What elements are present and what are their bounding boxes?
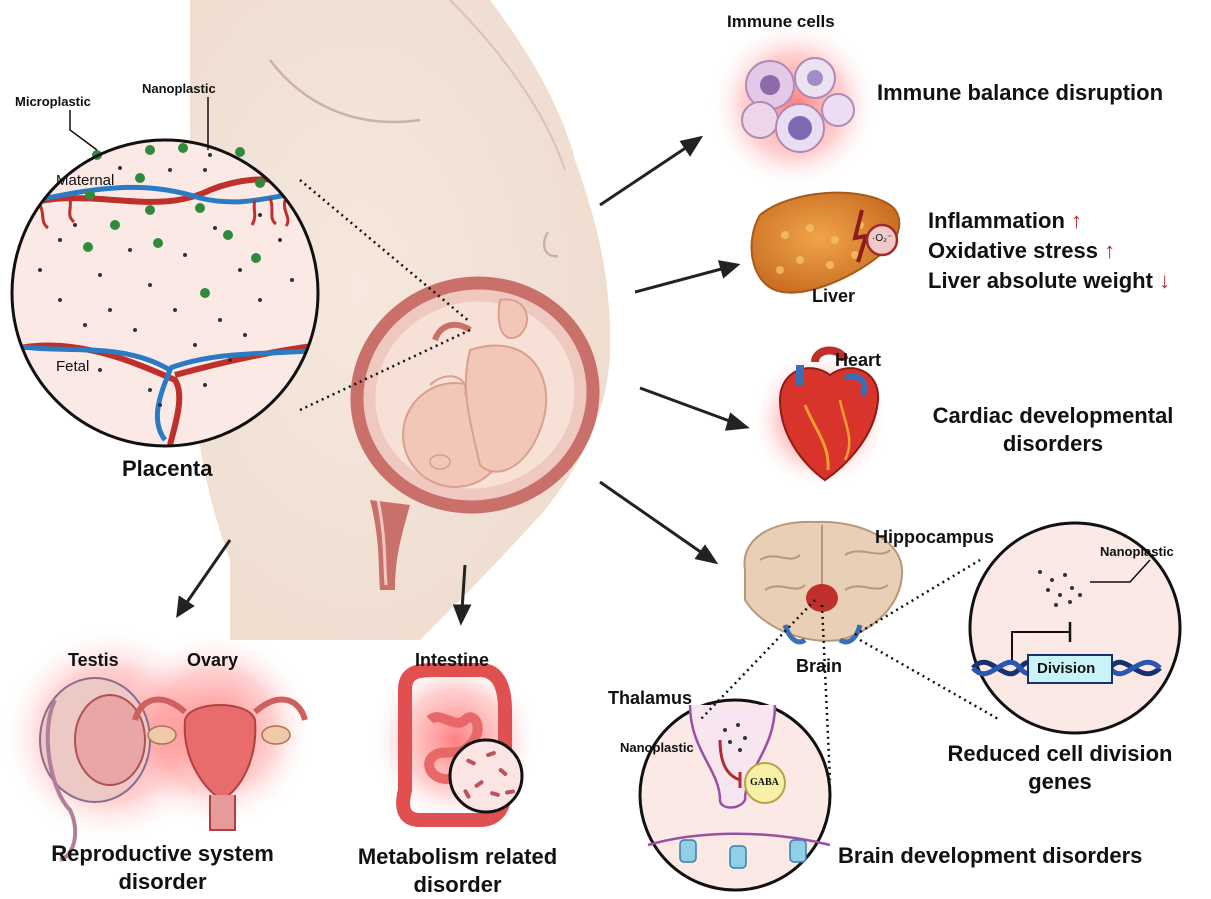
testis-label: Testis: [68, 650, 119, 671]
immune-cells-label: Immune cells: [727, 12, 835, 32]
synapse-zoom: [640, 700, 830, 890]
hippo-nanoplastic-label: Nanoplastic: [1100, 544, 1174, 559]
heart: [750, 350, 890, 490]
immune-effect: Immune balance disruption: [877, 80, 1163, 106]
intestine: [370, 655, 540, 825]
liver-effect-oxidative: Oxidative stress ↑: [928, 238, 1115, 264]
heart-label: Heart: [835, 350, 881, 371]
ovary-label: Ovary: [187, 650, 238, 671]
fetal-label: Fetal: [56, 358, 89, 375]
division-label: Division: [1037, 660, 1095, 677]
thalamus-label: Thalamus: [608, 688, 692, 709]
liver-effect-weight: Liver absolute weight ↓: [928, 268, 1170, 294]
liver-label: Liver: [812, 286, 855, 307]
liver-effect-inflammation: Inflammation ↑: [928, 208, 1082, 234]
reproductive-organs: [0, 625, 315, 860]
maternal-label: Maternal: [56, 172, 114, 189]
synapse-effect: Brain development disorders: [838, 843, 1142, 869]
microplastic-label: Microplastic: [15, 94, 91, 109]
up-arrow-icon: ↑: [1104, 238, 1115, 263]
gaba-label: GABA: [750, 777, 779, 788]
up-arrow-icon: ↑: [1071, 208, 1082, 233]
synapse-nanoplastic-label: Nanoplastic: [620, 740, 694, 755]
ros-label: ·O₂⁻: [872, 233, 892, 244]
hippocampus-label: Hippocampus: [875, 527, 994, 548]
down-arrow-icon: ↓: [1159, 268, 1170, 293]
immune-cells: [709, 20, 879, 190]
brain-label: Brain: [796, 656, 842, 677]
nanoplastic-label: Nanoplastic: [142, 81, 216, 96]
placenta-title: Placenta: [122, 456, 213, 482]
intestine-label: Intestine: [415, 650, 489, 671]
